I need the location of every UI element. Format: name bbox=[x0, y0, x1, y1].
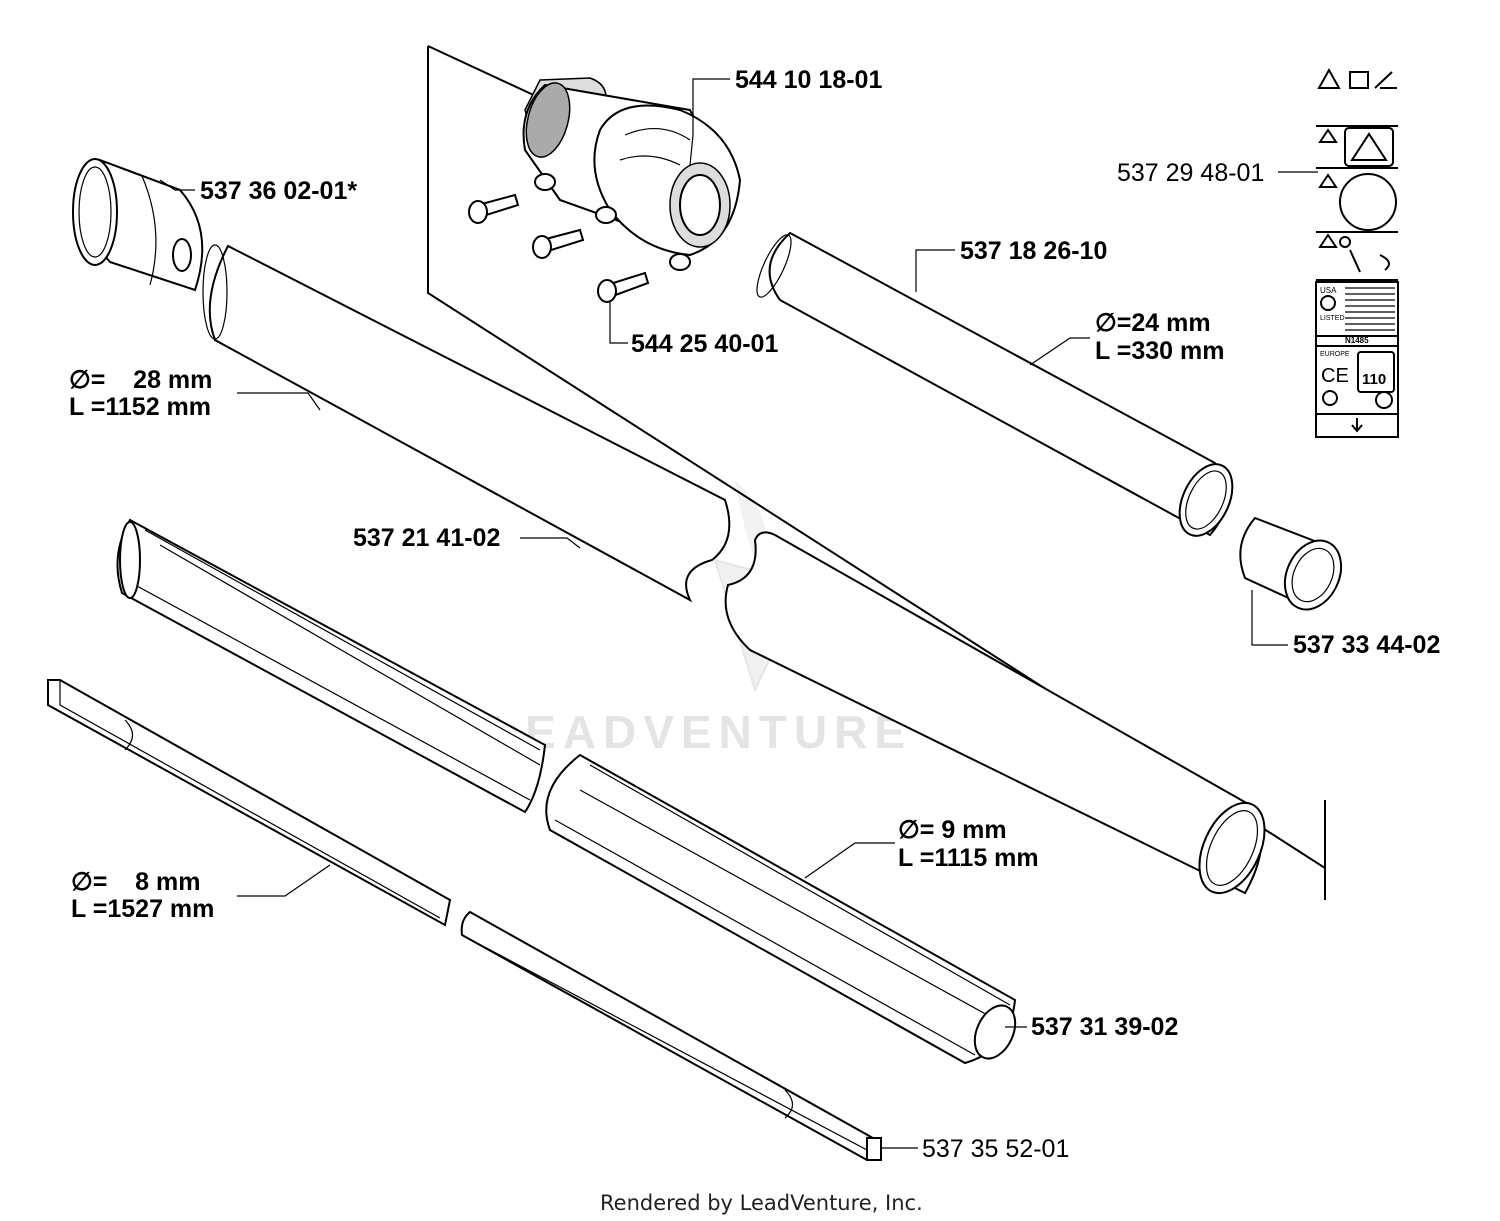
code-label: N1485 bbox=[1345, 336, 1369, 345]
listed-label: LISTED bbox=[1320, 315, 1345, 322]
label-end-cap: 537 36 02-01* bbox=[200, 177, 357, 205]
label-main-tube-dia: ∅= 28 mm bbox=[69, 366, 212, 394]
end-cap bbox=[72, 158, 204, 292]
label-drive-shaft-dia: ∅= 8 mm bbox=[71, 868, 200, 896]
usa-label: USA bbox=[1320, 286, 1337, 295]
watermark-text: LEADVENTURE bbox=[490, 706, 912, 758]
drive-shaft bbox=[47, 679, 882, 1161]
label-liner-len: L =1115 mm bbox=[898, 844, 1039, 872]
europe-label: EUROPE bbox=[1320, 351, 1350, 358]
warning-icon-2 bbox=[1318, 128, 1338, 143]
main-tube bbox=[202, 244, 1266, 895]
part-labels: 544 10 18-01 544 25 40-01 537 36 02-01* … bbox=[69, 66, 1440, 1163]
label-main-tube-len: L =1152 mm bbox=[69, 393, 211, 421]
label-inner-tube-dia: ∅=24 mm bbox=[1095, 309, 1211, 337]
ear-protection-icon bbox=[1374, 71, 1397, 89]
label-liner-dia: ∅= 9 mm bbox=[898, 816, 1007, 844]
db-value: 110 bbox=[1362, 371, 1386, 388]
liner bbox=[116, 518, 1017, 1065]
label-decal: 537 29 48-01 bbox=[1117, 159, 1264, 187]
bushing bbox=[1239, 516, 1343, 611]
background-plane bbox=[427, 45, 1326, 900]
label-drive-shaft-len: L =1527 mm bbox=[71, 895, 214, 923]
label-liner: 537 31 39-02 bbox=[1031, 1013, 1178, 1041]
screws bbox=[468, 193, 650, 303]
label-coupling: 544 10 18-01 bbox=[735, 66, 882, 94]
coupling bbox=[522, 77, 742, 271]
label-drive-shaft: 537 35 52-01 bbox=[922, 1135, 1069, 1163]
footer-credit: Rendered by LeadVenture, Inc. bbox=[600, 1191, 923, 1215]
warning-icon-3 bbox=[1318, 173, 1338, 188]
leader-lines bbox=[159, 78, 1318, 1149]
warning-icon-4 bbox=[1318, 233, 1338, 248]
label-main-tube: 537 21 41-02 bbox=[353, 524, 500, 552]
label-inner-tube: 537 18 26-10 bbox=[960, 237, 1107, 265]
manual-icon bbox=[1349, 71, 1369, 89]
label-inner-tube-len: L =330 mm bbox=[1095, 337, 1224, 365]
label-bushing: 537 33 44-02 bbox=[1293, 631, 1440, 659]
inner-tube bbox=[756, 231, 1234, 537]
label-screws: 544 25 40-01 bbox=[631, 330, 778, 358]
ce-mark: CE bbox=[1321, 365, 1349, 387]
warning-icon bbox=[1317, 67, 1341, 89]
down-arrow-icon bbox=[1351, 418, 1363, 433]
decal-panel: USA LISTED N1485 EUROPE CE 110 bbox=[1315, 67, 1399, 438]
